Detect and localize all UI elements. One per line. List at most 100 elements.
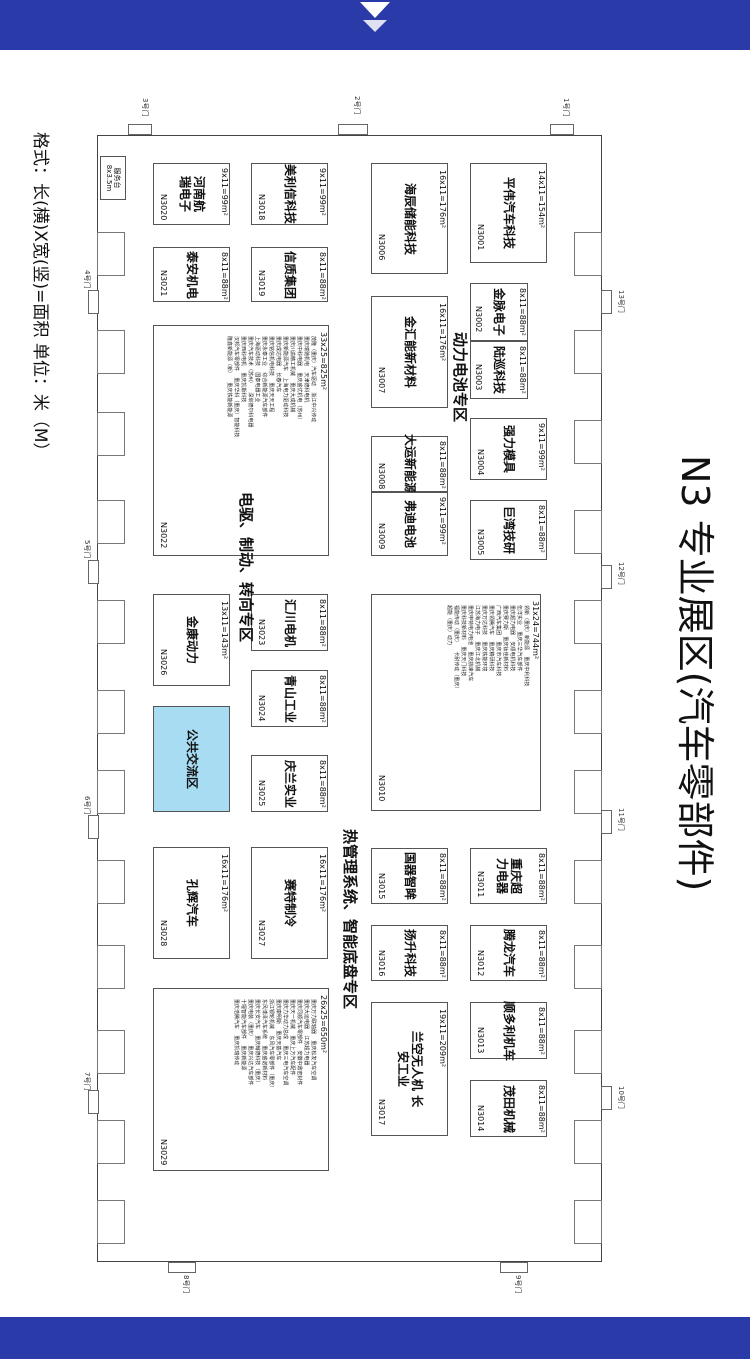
booth-dim: 9x11=99m² [318,168,327,216]
booth-N3003[interactable]: 陆巡科技 8x11=88m² N3003 [470,341,528,399]
booth-N3008[interactable]: 大运新能源 8x11=88m² N3008 [371,433,448,495]
booth-name: 重庆超力电器 [494,857,523,894]
wall-box [97,1200,125,1244]
booth-N3025[interactable]: 庆兰实业 8x11=88m² N3025 [251,755,328,812]
booth-N3015[interactable]: 国器智眸 8x11=88m² N3015 [371,848,448,904]
booth-N3026[interactable]: 金康动力 13x11=143m² N3026 [153,594,230,686]
booth-name: 美利信科技 [282,163,297,225]
exhibitor-list: 重庆万力联轴器 重庆松发汽车空调 重庆大运电器 江苏超力电器 重庆同顺汽车零部件… [233,999,316,1091]
zone-battery-label: 动力电池专区 [451,332,469,423]
exhibitor-list: 领新（重庆）新能源 重庆中利科技 伍洋实业 重庆三华汽车部件 重庆超力电器 安顺… [446,605,529,692]
booth-N3016[interactable]: 扬升科技 8x11=88m² N3016 [371,925,448,981]
wall-box [574,860,602,904]
booth-N3004[interactable]: 强力模具 9x11=99m² N3004 [470,418,547,480]
booth-N3005[interactable]: 巨湾技研 8x11=88m² N3005 [470,500,547,560]
booth-dim: 33x25=825m² [319,332,328,391]
booth-N3020[interactable]: 河南航瑞电子 9x11=99m² N3020 [153,163,230,225]
door-top-3 [128,124,152,135]
door-label-5: 5号门 [83,540,91,559]
booth-N3007[interactable]: 金汇能新材料 16x11=176m² N3007 [371,296,448,408]
zone-drive-label: 电驱、制动、转向专区 [237,492,255,643]
wall-box [574,945,602,989]
booth-dim: 26x25=650m² [319,995,328,1054]
booth-dim: 8x11=88m² [318,252,327,300]
wall-box [574,330,602,374]
booth-N3017[interactable]: 兰空无人机 长安工业 19x11=209m² N3017 [371,1002,448,1136]
door-label-3: 3号门 [141,98,149,117]
booth-N3022[interactable]: 33x25=825m² 茂隆（重庆）汽车驱动 浙江中兴传动 重庆瑞驰机电 天津德… [153,325,329,556]
door-right-10 [601,1086,612,1110]
booth-N3018[interactable]: 美利信科技 9x11=99m² N3018 [251,163,328,225]
booth-dim: 16x11=176m² [438,303,447,362]
booth-name: 金汇能新材料 [402,315,417,389]
door-label-12: 12号门 [617,562,625,585]
booth-name: 腾龙汽车 [501,928,516,978]
door-label-13: 13号门 [617,290,625,313]
booth-N3021[interactable]: 泰安机电 8x11=88m² N3021 [153,247,230,302]
wall-box [97,412,125,456]
booth-N3027[interactable]: 赛特制冷 16x11=176m² N3027 [251,847,328,959]
door-top-1 [550,124,574,135]
booth-dim: 8x11=88m² [537,1007,546,1055]
booth-code: N3026 [159,649,168,676]
booth-code: N3019 [257,270,266,297]
booth-name: 大运新能源 [402,433,417,495]
booth-N3028[interactable]: 孔辉汽车 16x11=176m² N3028 [153,847,230,959]
booth-code: N3013 [476,1027,485,1054]
booth-dim: 8x11=88m² [318,675,327,723]
wall-box [574,1120,602,1164]
service-desk-label: 服务台 [113,167,121,189]
booth-N3024[interactable]: 青山工业 8x11=88m² N3024 [251,670,328,727]
booth-code: N3028 [159,920,168,947]
service-desk-size: 8x3.5m [105,164,113,192]
booth-N3013[interactable]: 顺多利机车 8x11=88m² N3013 [470,1000,547,1061]
wall-box [574,420,602,464]
wall-box [574,1030,602,1074]
booth-N3010[interactable]: 31x24=744m² 领新（重庆）新能源 重庆中利科技 伍洋实业 重庆三华汽车… [371,594,541,811]
booth-N3019[interactable]: 信质集团 8x11=88m² N3019 [251,247,328,302]
booth-N3001[interactable]: 平伟汽车科技 14x11=154m² N3001 [470,163,547,263]
door-right-13 [601,290,612,314]
booth-name: 庆兰实业 [282,759,297,808]
booth-code: N3018 [257,194,266,221]
wall-box [97,860,125,904]
door-bottom-8 [168,1262,196,1273]
door-label-9: 9号门 [514,1275,522,1294]
booth-N3023[interactable]: 汇川电机 8x11=88m² N3023 [251,594,328,651]
booth-name: 茂田机械 [501,1084,516,1133]
booth-code: N3004 [476,449,485,476]
door-label-8: 8号门 [182,1275,190,1294]
booth-code: N3021 [159,270,168,297]
booth-N3012[interactable]: 腾龙汽车 8x11=88m² N3012 [470,925,547,981]
wall-box [97,232,125,276]
booth-code: N3007 [377,367,386,394]
booth-N3006[interactable]: 海辰储能科技 16x11=176m² N3006 [371,163,448,274]
booth-code: N3017 [377,1099,386,1126]
booth-N3011[interactable]: 重庆超力电器 8x11=88m² N3011 [470,848,547,904]
zone-thermal-label: 热管理系统、智能底盘专区 [341,829,359,1010]
booth-name: 金康动力 [184,615,199,665]
public-area[interactable]: 公共交流区 [153,706,230,812]
door-label-10: 10号门 [617,1086,625,1109]
booth-code: N3014 [476,1105,485,1132]
booth-name: 海辰储能科技 [402,182,417,255]
booth-code: N3020 [159,194,168,221]
wall-box [97,1120,125,1164]
booth-name: 河南航瑞电子 [177,175,206,212]
booth-code: N3023 [257,619,266,646]
booth-N3009[interactable]: 弗迪电池 9x11=99m² N3009 [371,492,448,556]
booth-name: 顺多利机车 [501,1000,516,1061]
booth-name: 金脉电子 [492,287,506,337]
booth-dim: 16x11=176m² [318,854,327,913]
wall-box [574,232,602,276]
wall-box [574,1200,602,1244]
booth-name: 兰空无人机 长安工业 [395,1030,424,1108]
booth-code: N3002 [474,306,483,333]
booth-name: 平伟汽车科技 [501,176,516,250]
booth-N3014[interactable]: 茂田机械 8x11=88m² N3014 [470,1080,547,1137]
booth-dim: 8x11=88m² [518,346,527,394]
booth-N3029[interactable]: 26x25=650m² 重庆万力联轴器 重庆松发汽车空调 重庆大运电器 江苏超力… [153,988,329,1171]
public-area-label: 公共交流区 [184,728,199,790]
booth-N3002[interactable]: 金脉电子 8x11=88m² N3002 [470,283,528,341]
chevron-down-icon [360,2,390,32]
